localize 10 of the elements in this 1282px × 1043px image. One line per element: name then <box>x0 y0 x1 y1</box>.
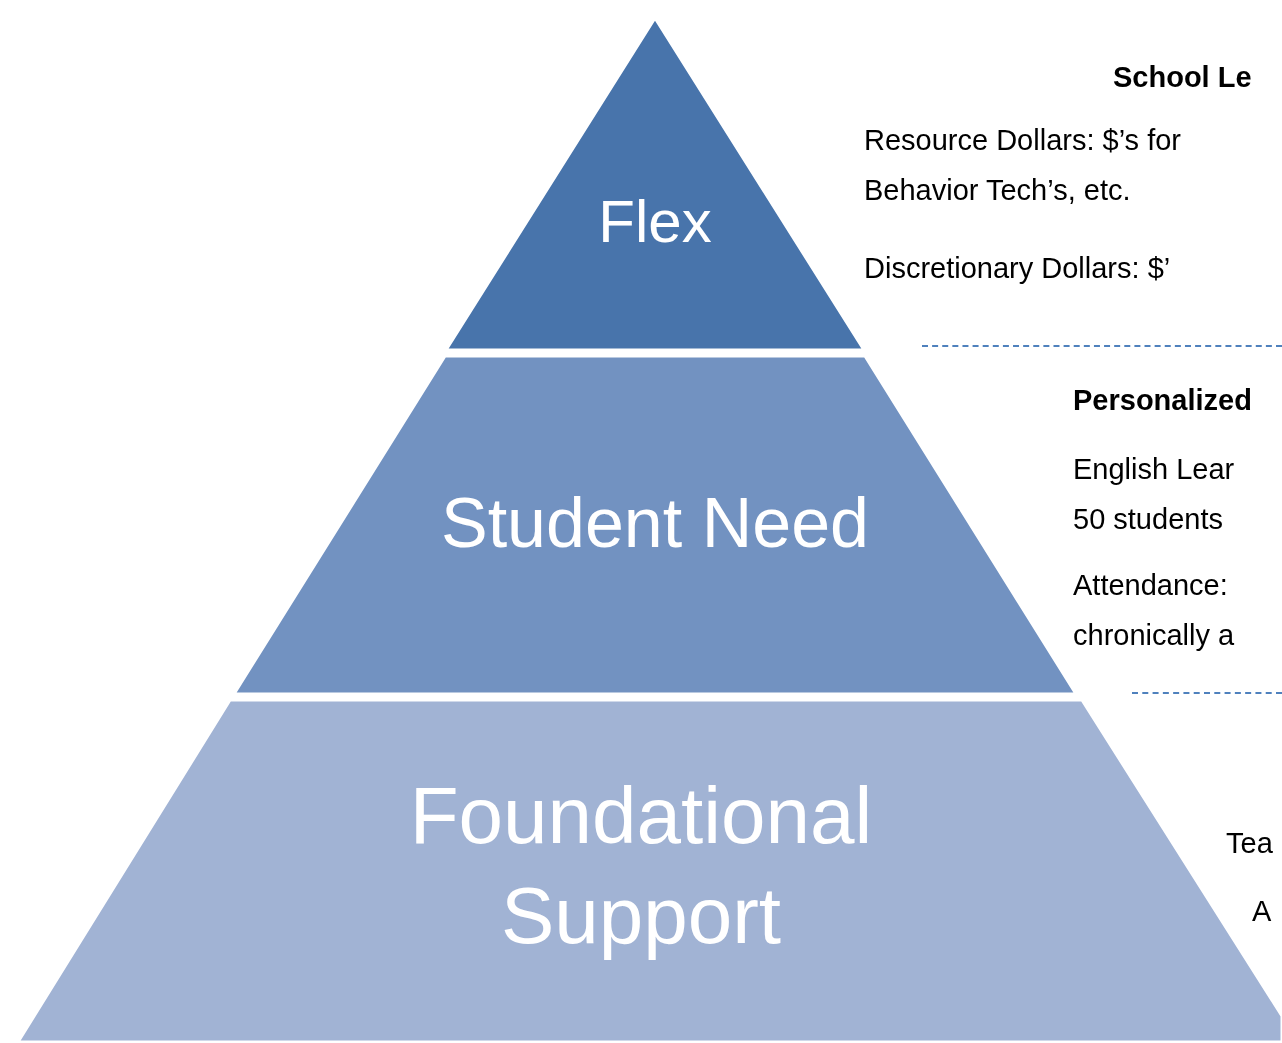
description-text: English Lear 50 students <box>1073 452 1236 537</box>
section-heading: School Le <box>1113 60 1253 95</box>
tier-label: Foundational Support <box>408 770 874 962</box>
description-text: Discretionary Dollars: $’ <box>864 251 1172 286</box>
tier-label: Student Need <box>439 483 871 564</box>
section-heading: Personalized <box>1073 383 1253 418</box>
description-text: Attendance: chronically a <box>1073 568 1236 653</box>
description-text: Tea <box>1226 826 1274 861</box>
description-text: A <box>1252 894 1273 929</box>
description-text: Resource Dollars: $’s for Behavior Tech’s, etc. <box>864 123 1182 208</box>
